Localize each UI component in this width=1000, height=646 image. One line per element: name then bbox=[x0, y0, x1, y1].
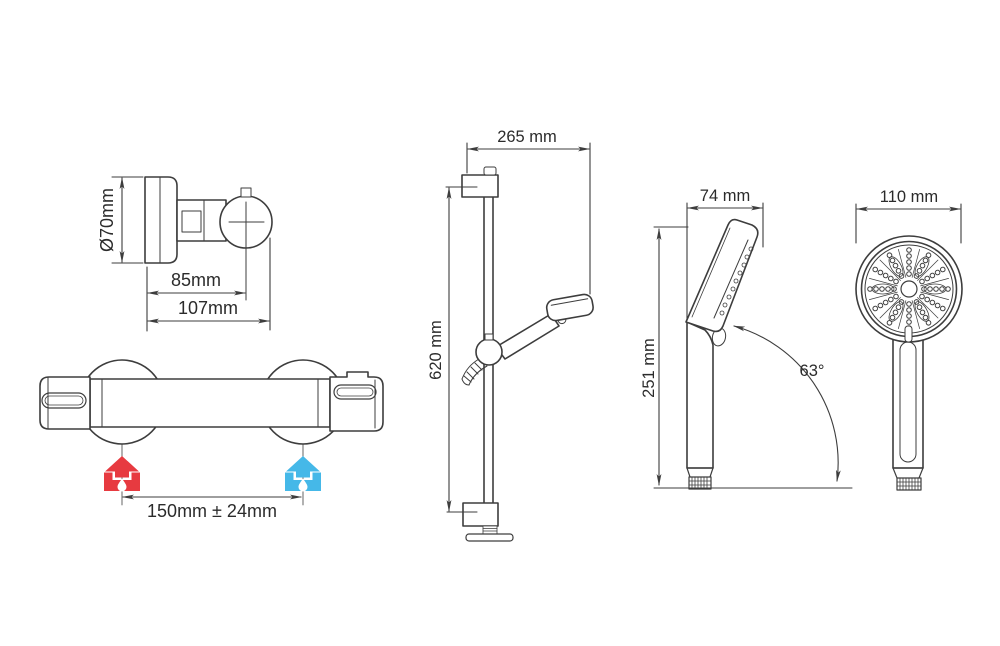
dim-inlet-centres: 150mm ± 24mm bbox=[122, 494, 302, 521]
dim-251-label: 251 mm bbox=[640, 338, 658, 398]
dim-rail-height: 620 mm bbox=[427, 186, 478, 513]
cradled-handset-head bbox=[545, 293, 594, 325]
handset-side-handle bbox=[686, 321, 714, 469]
hose bbox=[461, 358, 488, 386]
dim-rail-width: 265 mm bbox=[466, 128, 591, 295]
drawing-root: Ø70mm 85mm 107mm bbox=[39, 128, 963, 542]
dim-265-label: 265 mm bbox=[497, 128, 557, 146]
cradled-handset-handle bbox=[495, 313, 560, 360]
rail-top-bracket bbox=[461, 174, 499, 198]
cold-water-arrow-icon bbox=[285, 456, 321, 492]
dim-head-diameter: 110 mm bbox=[855, 188, 962, 244]
rail-base-plate bbox=[465, 533, 514, 542]
front-thread-hatch bbox=[896, 477, 922, 491]
riser-rail-view: 265 mm 620 mm bbox=[427, 128, 594, 542]
dim-110-label: 110 mm bbox=[880, 188, 938, 206]
dim-handset-height: 251 mm bbox=[640, 226, 689, 486]
wall-plate bbox=[144, 176, 178, 264]
dim-spray-angle: 63° bbox=[733, 325, 841, 482]
dim-85-label: 85mm bbox=[171, 270, 221, 290]
dim-63deg-label: 63° bbox=[800, 362, 825, 380]
valve-bar-body bbox=[89, 378, 331, 428]
side-thread-hatch bbox=[688, 476, 712, 490]
dim-depth-107: 107mm bbox=[147, 298, 270, 324]
valve-side-view: Ø70mm 85mm 107mm bbox=[97, 176, 273, 332]
handset-front-view: 110 mm bbox=[855, 188, 963, 491]
slider-knob bbox=[475, 338, 503, 366]
handset-side-head bbox=[685, 218, 759, 333]
dim-620-label: 620 mm bbox=[427, 320, 445, 380]
flow-handle bbox=[329, 371, 384, 432]
handset-front-handle bbox=[892, 337, 924, 469]
handset-side-view: 74 mm 251 mm 63° bbox=[640, 187, 853, 490]
rail-bottom-bracket bbox=[462, 502, 499, 527]
valve-front-view: 150mm ± 24mm bbox=[39, 359, 384, 521]
dim-74-label: 74 mm bbox=[700, 187, 750, 205]
temperature-handle bbox=[39, 376, 91, 430]
dim-107-label: 107mm bbox=[178, 298, 238, 318]
dim-150-label: 150mm ± 24mm bbox=[147, 501, 277, 521]
side-nozzles bbox=[719, 246, 754, 316]
dim-diameter: Ø70mm bbox=[97, 176, 144, 264]
hot-water-arrow-icon bbox=[104, 456, 140, 492]
front-spray-lever bbox=[904, 325, 913, 343]
dim-handset-width: 74 mm bbox=[686, 187, 764, 321]
dim-diameter-label: Ø70mm bbox=[97, 188, 117, 252]
